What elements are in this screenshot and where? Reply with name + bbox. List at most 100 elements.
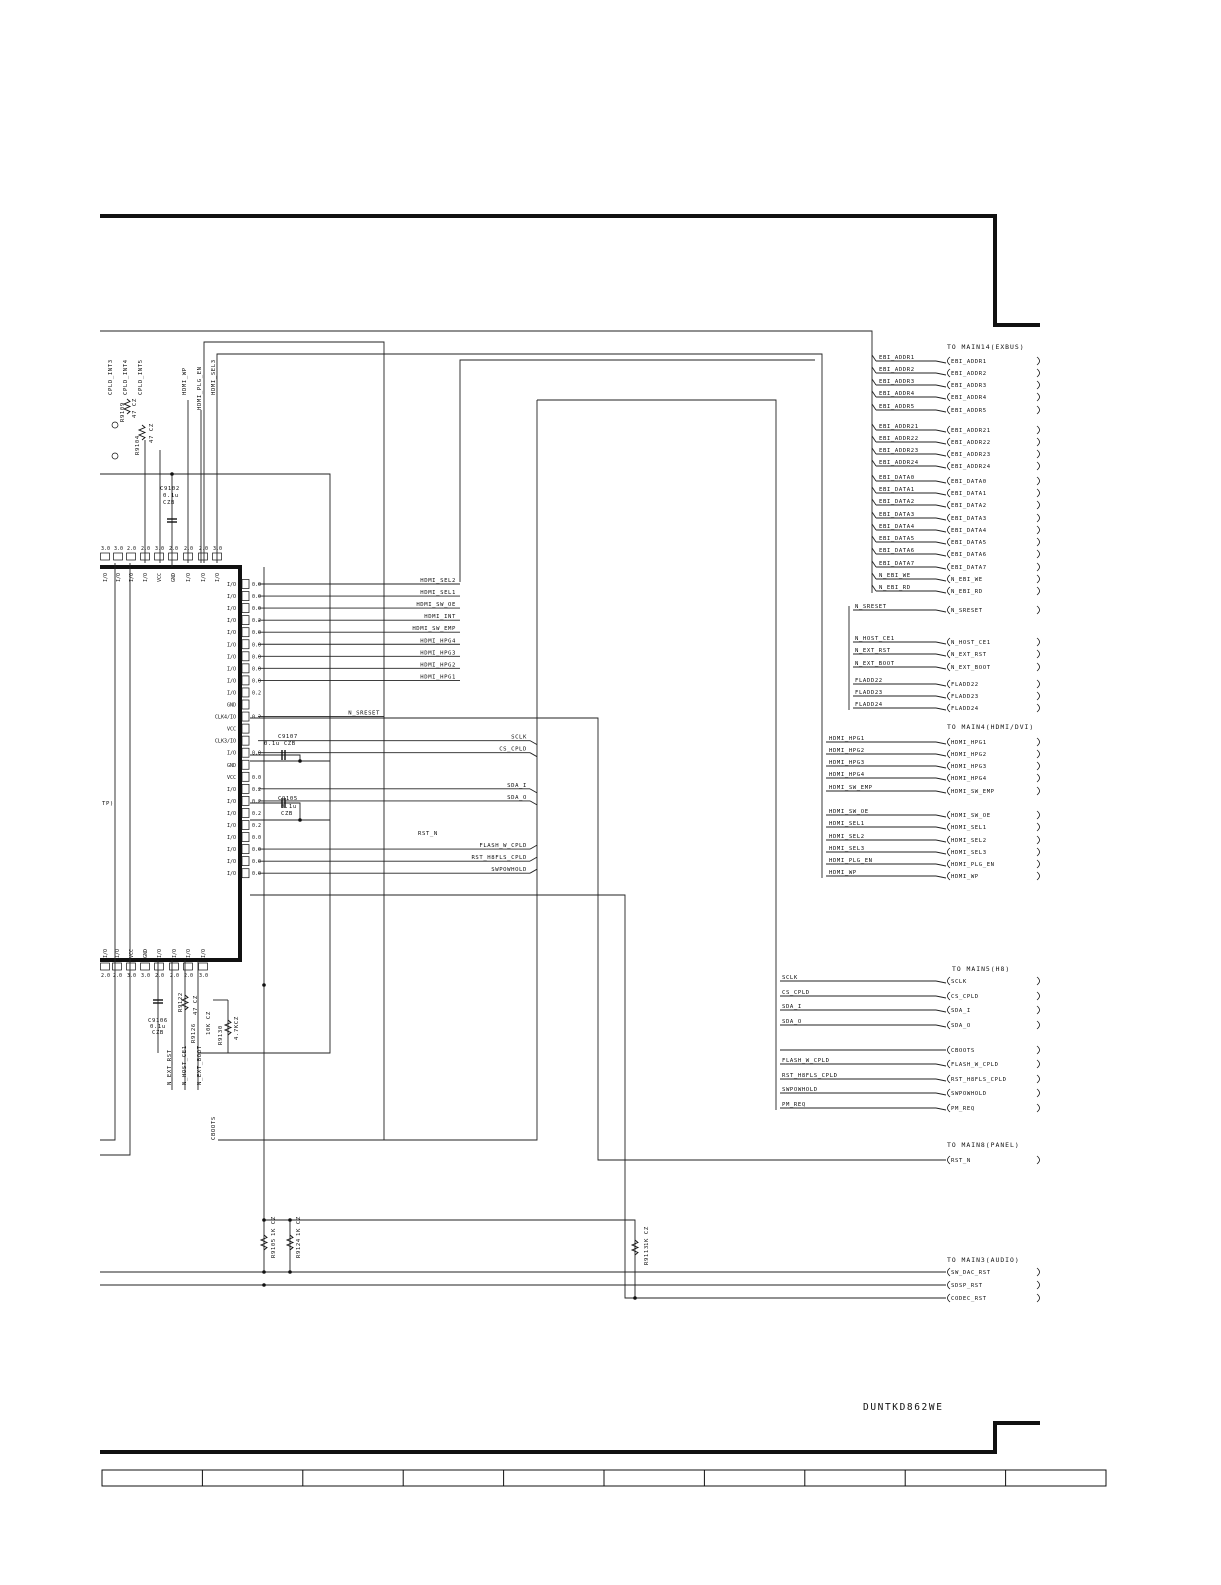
component-ref: R9105 — [271, 1238, 277, 1258]
net-label: N_EBI_WE — [879, 573, 911, 579]
component-ref: R9122 — [178, 992, 184, 1012]
connector-signal-label: EBI_ADDR5 — [951, 408, 987, 414]
net-label: SCLK — [782, 975, 798, 981]
pin-number: 2.0 — [113, 973, 122, 979]
pin-pad — [241, 856, 250, 867]
pin-function: I/O — [172, 949, 178, 958]
pin-pad — [241, 711, 250, 722]
connector-signal-label: N_SRESET — [951, 608, 983, 614]
connector-signal: N_EBI_RD — [947, 586, 1040, 596]
junction-dot — [262, 1218, 266, 1222]
pin-function: I/O — [157, 949, 163, 958]
pin-pad — [241, 820, 250, 830]
connector-signal: CBOOTS — [947, 1045, 1040, 1055]
net-label: EBI_ADDR5 — [879, 404, 915, 410]
pin-function: I/O — [227, 666, 236, 672]
component-value: 0.1u — [281, 804, 297, 810]
net-label: N_EBI_RD — [879, 585, 911, 591]
resistor-symbol — [137, 424, 147, 441]
net-label: RST_H8FLS_CPLD — [471, 855, 527, 861]
wire — [871, 523, 877, 531]
pin-number: 0.0 — [252, 654, 261, 660]
pin-function: GND — [227, 703, 236, 709]
pin-number: 2.0 — [169, 546, 178, 552]
net-label: HDMI_HPG3 — [829, 760, 865, 766]
wire — [935, 875, 947, 879]
wire — [935, 1063, 947, 1067]
component-ref: C9105 — [278, 796, 298, 802]
connector-title: TO MAIN3(AUDIO) — [947, 1256, 1020, 1264]
wire — [529, 844, 538, 850]
connector-signal-label: HDMI_WP — [951, 874, 979, 880]
connector-signal: EBI_DATA6 — [947, 549, 1040, 559]
connector-signal: SCLK — [947, 976, 1040, 986]
pin-pad — [126, 552, 136, 561]
pin-function: I/O — [227, 811, 236, 817]
pin-pad — [241, 651, 250, 662]
net-label: HDMI_HPG2 — [420, 662, 456, 668]
wire — [935, 360, 947, 364]
connector-signal-label: SDSP_RST — [951, 1283, 983, 1289]
wire — [935, 753, 947, 757]
test-point — [111, 452, 119, 460]
wire — [935, 741, 947, 745]
net-label: N_SRESET — [855, 604, 887, 610]
net-label: HDMI_PLG_EN — [829, 858, 873, 864]
junction-dot — [298, 818, 302, 822]
pin-number: 0.0 — [252, 606, 261, 612]
resistor-symbol — [285, 1234, 295, 1251]
wire — [871, 572, 877, 580]
net-label: SWPOWHOLD — [491, 867, 527, 873]
wire — [935, 1107, 947, 1111]
net-label: SDA_I — [507, 783, 527, 789]
wire — [871, 423, 877, 431]
connector-signal-label: HDMI_SW_EMP — [951, 789, 995, 795]
pin-function: I/O — [201, 573, 207, 582]
connector-block: TO MAIN5(H8)SCLKCS_CPLDSDA_ISDA_OCBOOTSF… — [947, 965, 1040, 1113]
connector-signal-label: PM_REQ — [951, 1106, 975, 1112]
wire — [935, 641, 947, 645]
junction-dot — [633, 1296, 637, 1300]
pin-function: GND — [227, 763, 236, 769]
pin-function: VCC — [227, 775, 236, 781]
pin-pad — [241, 591, 250, 601]
connector-signal: EBI_DATA3 — [947, 513, 1040, 523]
net-label: HDMI_SW_EMP — [412, 626, 456, 632]
chip-pin: I/O3.0 — [100, 546, 110, 582]
connector-signal: PM_REQ — [947, 1103, 1040, 1113]
pin-function: I/O — [201, 949, 207, 958]
pin-number: 0.2 — [252, 811, 261, 817]
pin-number: 2.0 — [199, 546, 208, 552]
pin-pad — [113, 552, 123, 561]
pin-number: 0.0 — [252, 582, 261, 588]
wire — [935, 1078, 947, 1082]
pin-pad — [198, 552, 208, 561]
wire — [935, 707, 947, 711]
connector-signal: EBI_DATA7 — [947, 562, 1040, 572]
component-value: 0.1u — [150, 1024, 166, 1030]
chip-pin: I/O2.0 — [183, 949, 193, 979]
wire — [871, 390, 877, 398]
net-label: PM_REQ — [782, 1102, 806, 1108]
net-label: HDMI_SW_OE — [829, 809, 869, 815]
pin-function: I/O — [227, 871, 236, 877]
pin-pad — [241, 747, 250, 758]
junction-dot — [298, 759, 302, 763]
net-label: N_SRESET — [348, 711, 380, 717]
connector-signal: EBI_ADDR22 — [947, 437, 1040, 447]
net-label: HDMI_SW_OE — [416, 602, 456, 608]
pin-number: 0.0 — [252, 751, 261, 757]
wire — [935, 1009, 947, 1013]
pin-pad — [112, 962, 122, 971]
wire — [935, 653, 947, 657]
wire — [529, 740, 538, 746]
pin-number: 2.0 — [101, 973, 110, 979]
connector-title: TO MAIN5(H8) — [952, 965, 1010, 973]
pin-function: CLK3/IO — [215, 739, 236, 745]
sheet-code: DUNTKD862WE — [863, 1402, 944, 1413]
pin-pad — [241, 796, 250, 806]
wire — [871, 378, 877, 386]
